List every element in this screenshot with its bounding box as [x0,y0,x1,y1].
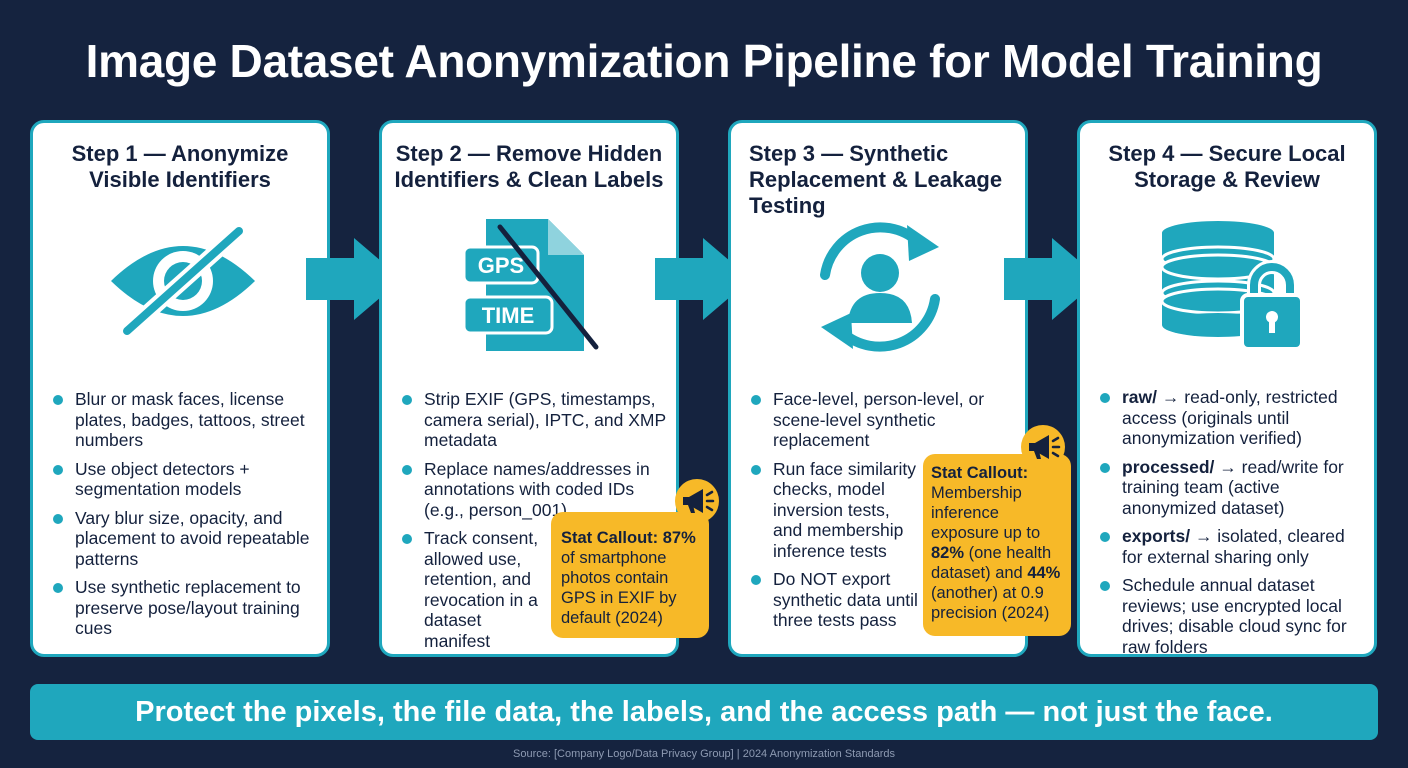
stat-callout-label: Stat Callout: 87% [561,529,696,547]
stat-callout-text: Membership inference exposure up to [931,484,1041,542]
step-1-bullet: Vary blur size, opacity, and placement t… [53,508,315,570]
step-3-title: Step 3 — Synthetic Replacement & Leakage… [749,141,1003,218]
stat-value: 82% [931,544,965,562]
source-note: Source: [Company Logo/Data Privacy Group… [513,748,895,760]
flow-arrow-icon [655,238,751,320]
stat-callout-gps: Stat Callout: 87% of smartphone photos c… [551,512,709,638]
step-1-bullet: Use object detectors + segmentation mode… [53,459,315,500]
step-4-title: Step 4 — Secure Local Storage & Review [1108,141,1346,192]
eye-slash-icon [111,225,255,337]
flow-arrow-icon [306,238,402,320]
folder-desc: → read-only, restricted access (original… [1122,387,1338,448]
step-2-bullet: Track consent, allowed use, retention, a… [402,528,552,651]
metadata-document-icon: GPS TIME [462,219,599,351]
step-1-bullet: Blur or mask faces, license plates, badg… [53,389,315,451]
step-4-card: Step 4 — Secure Local Storage & Review r… [1077,120,1377,657]
step-1-title: Step 1 — Anonymize Visible Identifiers [71,141,289,192]
folder-name: raw/ [1122,387,1158,407]
stat-callout-text: (another) at 0.9 precision (2024) [931,584,1050,622]
time-label: TIME [482,303,535,328]
step-2-bullet: Strip EXIF (GPS, timestamps, camera seri… [402,389,668,451]
step-3-bullet: Do NOT export synthetic data until all t… [751,569,951,631]
database-lock-icon [1160,221,1304,351]
page-title: Image Dataset Anonymization Pipeline for… [85,35,1323,87]
stat-callout-label: Stat Callout: [931,464,1029,482]
megaphone-icon [675,479,719,523]
step-2-title: Step 2 — Remove Hidden Identifiers & Cle… [394,141,664,192]
step-1-bullet: Use synthetic replacement to preserve po… [53,577,315,639]
megaphone-icon [1021,425,1065,469]
step-1-card: Step 1 — Anonymize Visible Identifiers B… [30,120,330,657]
flow-arrow-icon [1004,238,1100,320]
folder-desc: → read/write for training team (active a… [1122,456,1344,518]
stat-callout-membership: Stat Callout: Membership inference expos… [923,454,1071,636]
stat-callout-text: of smartphone photos contain GPS in EXIF… [561,549,677,627]
folder-desc: Schedule annual dataset reviews; use enc… [1122,575,1347,657]
stat-value: 44% [1027,564,1061,582]
folder-desc: → isolated, cleared for external sharing… [1122,526,1345,567]
step-3-bullet: Face-level, person-level, or scene-level… [751,389,1011,451]
step-4-bullet: Schedule annual dataset reviews; use enc… [1100,575,1362,657]
person-refresh-icon [820,222,940,352]
folder-name: processed/ [1122,456,1215,477]
step-2-bullet: Replace names/addresses in annotations w… [402,459,668,521]
step-3-bullet: Run face similarity checks, model invers… [751,459,917,562]
stat-callout-text: (one health dataset) and [931,544,1052,582]
step-4-bullet: exports/ → isolated, cleared for externa… [1100,526,1362,567]
summary-banner: Protect the pixels, the file data, the l… [30,684,1378,740]
step-4-bullet: raw/ → read-only, restricted access (ori… [1100,387,1362,449]
folder-name: exports/ [1122,526,1191,546]
gps-label: GPS [478,253,524,278]
step-4-bullet: processed/ → read/write for training tea… [1100,457,1362,519]
